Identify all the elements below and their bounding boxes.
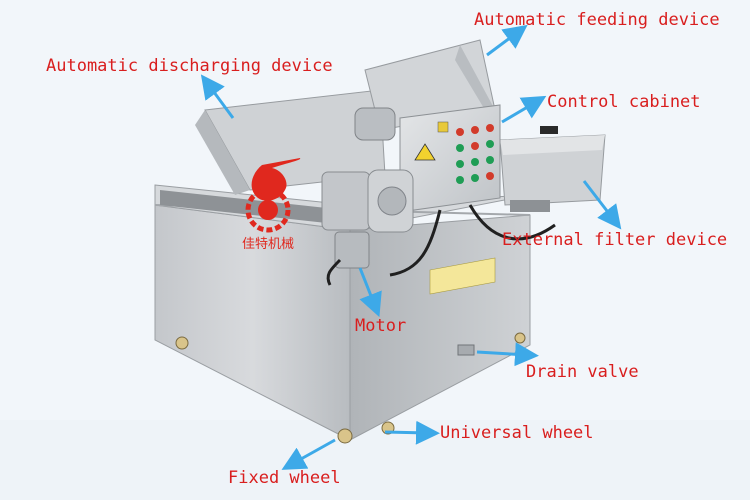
label-control-cabinet: Control cabinet xyxy=(547,92,701,112)
motor-gearbox xyxy=(321,107,414,269)
warning-sign-icon xyxy=(414,143,436,161)
label-automatic-discharging-device: Automatic discharging device xyxy=(46,56,333,76)
wheels xyxy=(175,332,526,444)
logo-text: 佳特机械 xyxy=(242,237,294,252)
label-drain-valve: Drain valve xyxy=(526,362,639,382)
control-cabinet-box xyxy=(399,104,501,213)
label-universal-wheel: Universal wheel xyxy=(440,423,594,443)
gear-logo-icon xyxy=(245,158,301,233)
label-external-filter-device: External filter device xyxy=(502,230,728,250)
arrow-icon xyxy=(200,24,622,470)
filter-tank xyxy=(499,126,606,212)
drain-valve-part xyxy=(457,344,475,356)
label-motor: Motor xyxy=(355,316,407,336)
control-button-icon xyxy=(456,124,494,184)
label-fixed-wheel: Fixed wheel xyxy=(228,468,341,488)
label-automatic-feeding-device: Automatic feeding device xyxy=(474,10,720,30)
